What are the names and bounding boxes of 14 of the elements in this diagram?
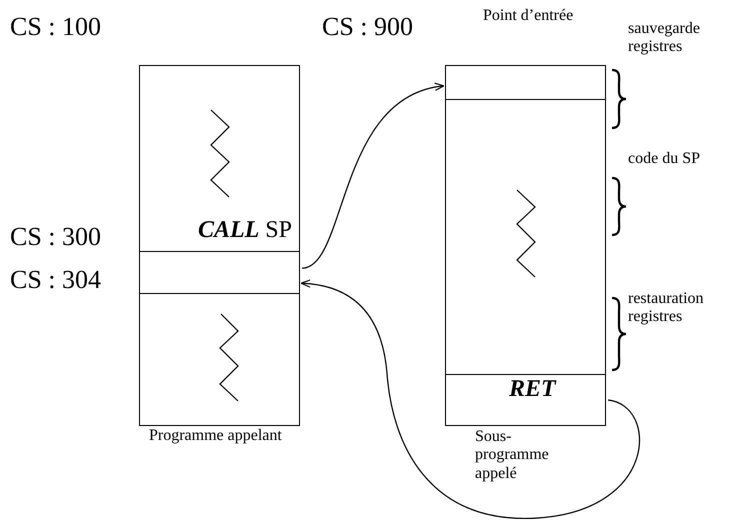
address-label: CS : 900 [322, 12, 414, 42]
address-label: CS : 100 [10, 12, 102, 42]
block-caption: Sous-programme appelé [475, 428, 550, 484]
address-label: CS : 304 [10, 265, 102, 295]
section-note: restauration registres [628, 290, 705, 327]
entry-point-label: Point d’entrée [483, 7, 574, 26]
section-note: code du SP [628, 150, 701, 168]
curved-arrow [302, 84, 444, 269]
curved-arrow [300, 280, 640, 519]
instruction-label: CALL SP [196, 217, 292, 245]
address-label: CS : 300 [10, 222, 102, 252]
instruction-label: RET [509, 376, 558, 404]
section-note: sauvegarde registres [628, 20, 701, 57]
block-caption: Programme appelant [149, 427, 283, 446]
